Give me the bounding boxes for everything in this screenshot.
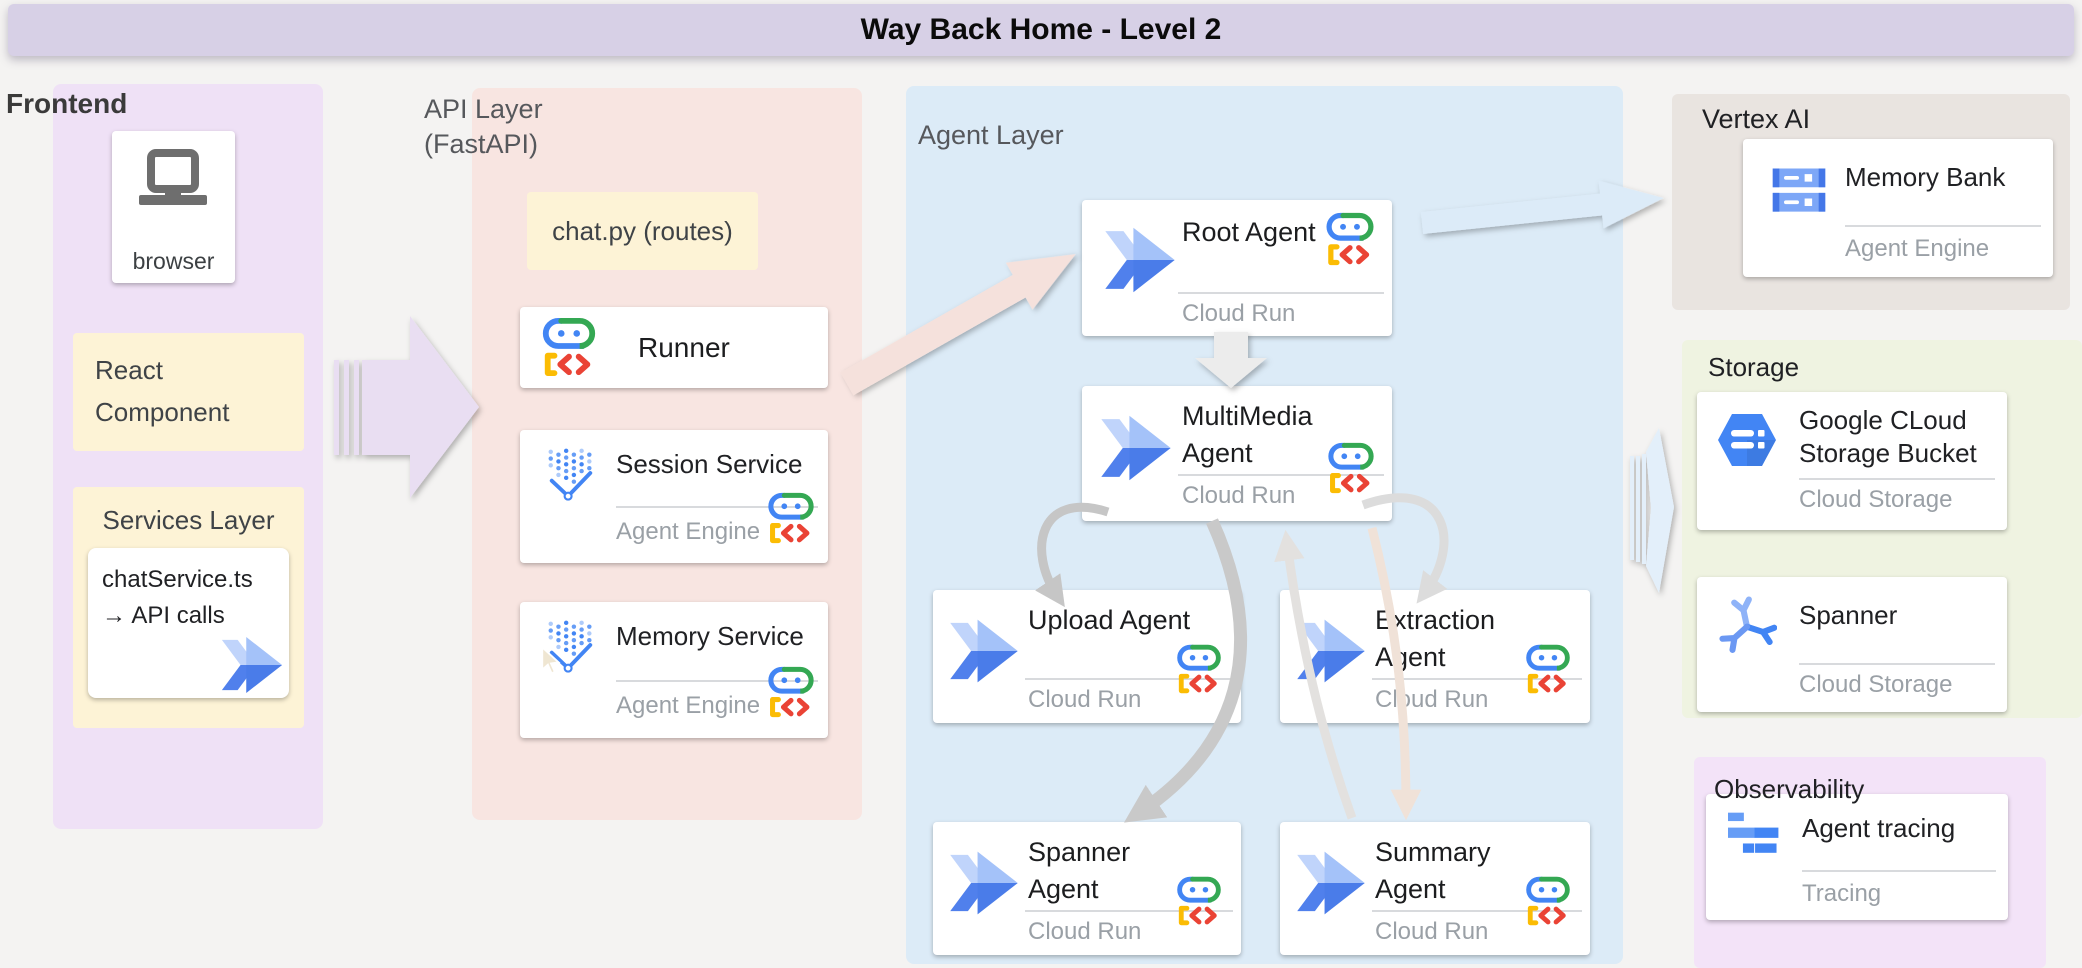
diagram-title-bar: Way Back Home - Level 2 bbox=[8, 4, 2074, 56]
services-layer-card: Services Layer chatService.ts → API call… bbox=[73, 487, 304, 728]
adk-robot-icon bbox=[1173, 876, 1225, 926]
frontend-to-api-arrow bbox=[334, 316, 479, 498]
runner-title: Runner bbox=[638, 331, 730, 363]
observability-label: Observability bbox=[1714, 774, 1865, 804]
spanner-wrench-icon bbox=[1717, 593, 1777, 653]
agent-engine-icon bbox=[544, 444, 598, 502]
agent-tracing-card: Agent tracing Tracing bbox=[1706, 794, 2008, 920]
root-agent-card: Root Agent Cloud Run bbox=[1082, 200, 1392, 336]
adk-robot-icon bbox=[764, 492, 818, 544]
adk-arrows-icon bbox=[219, 634, 285, 696]
summary-agent-subtitle: Cloud Run bbox=[1375, 918, 1489, 945]
session-service-subtitle: Agent Engine bbox=[616, 518, 761, 545]
gcs-hexagon-icon bbox=[1715, 412, 1779, 468]
services-layer-label: Services Layer bbox=[102, 505, 275, 535]
adk-robot-icon bbox=[1522, 876, 1574, 926]
adk-arrows-icon bbox=[1294, 848, 1368, 918]
root-agent-subtitle: Cloud Run bbox=[1182, 300, 1296, 327]
multimedia-agent-title: MultiMedia Agent bbox=[1182, 401, 1313, 468]
memory-bank-title: Memory Bank bbox=[1845, 162, 2006, 192]
gcs-bucket-subtitle: Cloud Storage bbox=[1799, 486, 1953, 513]
trace-bars-icon bbox=[1728, 812, 1784, 860]
vertex-ai-label: Vertex AI bbox=[1702, 104, 1811, 134]
adk-robot-icon bbox=[1322, 212, 1378, 266]
adk-arrows-icon bbox=[1294, 616, 1368, 686]
chat-service-label: chatService.ts → API calls bbox=[102, 566, 253, 629]
spanner-agent-title: Spanner Agent bbox=[1028, 837, 1131, 904]
spanner-title: Spanner bbox=[1799, 600, 1898, 630]
divider bbox=[1372, 678, 1582, 680]
agent-tracing-title: Agent tracing bbox=[1802, 813, 1956, 843]
session-service-title: Session Service bbox=[616, 449, 803, 479]
adk-robot-icon bbox=[1522, 644, 1574, 694]
memory-service-subtitle: Agent Engine bbox=[616, 692, 761, 719]
adk-robot-icon bbox=[1173, 644, 1225, 694]
gcs-bucket-card: Google CLoud Storage Bucket Cloud Storag… bbox=[1697, 392, 2007, 530]
chat-routes-label: chat.py (routes) bbox=[552, 215, 733, 246]
memory-bank-subtitle: Agent Engine bbox=[1845, 235, 1990, 262]
divider bbox=[1178, 474, 1384, 476]
divider bbox=[1025, 910, 1233, 912]
divider bbox=[1025, 678, 1233, 680]
chat-service-card: chatService.ts → API calls bbox=[88, 548, 289, 698]
divider bbox=[1799, 663, 1995, 665]
agent-layer-label: Agent Layer bbox=[918, 120, 1064, 150]
divider bbox=[1845, 225, 2041, 227]
agent-tracing-subtitle: Tracing bbox=[1802, 880, 1882, 907]
frontend-label: Frontend bbox=[6, 88, 128, 119]
runner-card: Runner bbox=[520, 307, 828, 388]
gcs-bucket-title: Google CLoud Storage Bucket bbox=[1799, 405, 1977, 468]
extraction-agent-subtitle: Cloud Run bbox=[1375, 686, 1489, 713]
memory-bank-icon bbox=[1769, 165, 1829, 217]
spanner-subtitle: Cloud Storage bbox=[1799, 671, 1953, 698]
memory-bank-card: Memory Bank Agent Engine bbox=[1743, 139, 2053, 277]
adk-arrows-icon bbox=[1098, 412, 1174, 484]
summary-agent-title: Summary Agent bbox=[1375, 837, 1491, 904]
laptop-icon bbox=[134, 149, 212, 213]
agent-engine-icon bbox=[544, 616, 598, 674]
summary-agent-card: Summary Agent Cloud Run bbox=[1280, 822, 1590, 955]
divider bbox=[616, 680, 818, 682]
extraction-agent-card: Extraction Agent Cloud Run bbox=[1280, 590, 1590, 723]
root-agent-title: Root Agent bbox=[1182, 217, 1316, 247]
divider bbox=[1372, 910, 1582, 912]
divider bbox=[1178, 292, 1384, 294]
react-component-card: React Component bbox=[73, 333, 304, 451]
adk-robot-icon bbox=[538, 317, 600, 377]
storage-label: Storage bbox=[1708, 352, 1800, 382]
api-layer-label: API Layer (FastAPI) bbox=[424, 94, 543, 159]
browser-card: browser bbox=[112, 131, 235, 283]
upload-agent-card: Upload Agent Cloud Run bbox=[933, 590, 1241, 723]
browser-label: browser bbox=[132, 248, 215, 274]
upload-agent-title: Upload Agent bbox=[1028, 605, 1191, 635]
agent-to-storage-arrow bbox=[1630, 428, 1674, 593]
upload-agent-subtitle: Cloud Run bbox=[1028, 686, 1142, 713]
multimedia-agent-subtitle: Cloud Run bbox=[1182, 482, 1296, 509]
adk-robot-icon bbox=[1324, 442, 1378, 494]
multimedia-agent-card: MultiMedia Agent Cloud Run bbox=[1082, 386, 1392, 521]
divider bbox=[1802, 870, 1996, 872]
react-component-label: React Component bbox=[95, 355, 230, 427]
divider bbox=[616, 506, 818, 508]
adk-arrows-icon bbox=[1102, 224, 1178, 296]
divider bbox=[1799, 478, 1995, 480]
spanner-card: Spanner Cloud Storage bbox=[1697, 577, 2007, 712]
session-service-card: Session Service Agent Engine bbox=[520, 430, 828, 563]
extraction-agent-title: Extraction Agent bbox=[1375, 605, 1496, 672]
spanner-agent-card: Spanner Agent Cloud Run bbox=[933, 822, 1241, 955]
diagram-title: Way Back Home - Level 2 bbox=[860, 13, 1222, 46]
adk-arrows-icon bbox=[947, 616, 1021, 686]
adk-arrows-icon bbox=[947, 848, 1021, 918]
chat-routes-card: chat.py (routes) bbox=[527, 192, 758, 270]
memory-service-card: Memory Service Agent Engine bbox=[520, 602, 828, 738]
adk-robot-icon bbox=[764, 666, 818, 718]
spanner-agent-subtitle: Cloud Run bbox=[1028, 918, 1142, 945]
memory-service-title: Memory Service bbox=[616, 621, 804, 651]
